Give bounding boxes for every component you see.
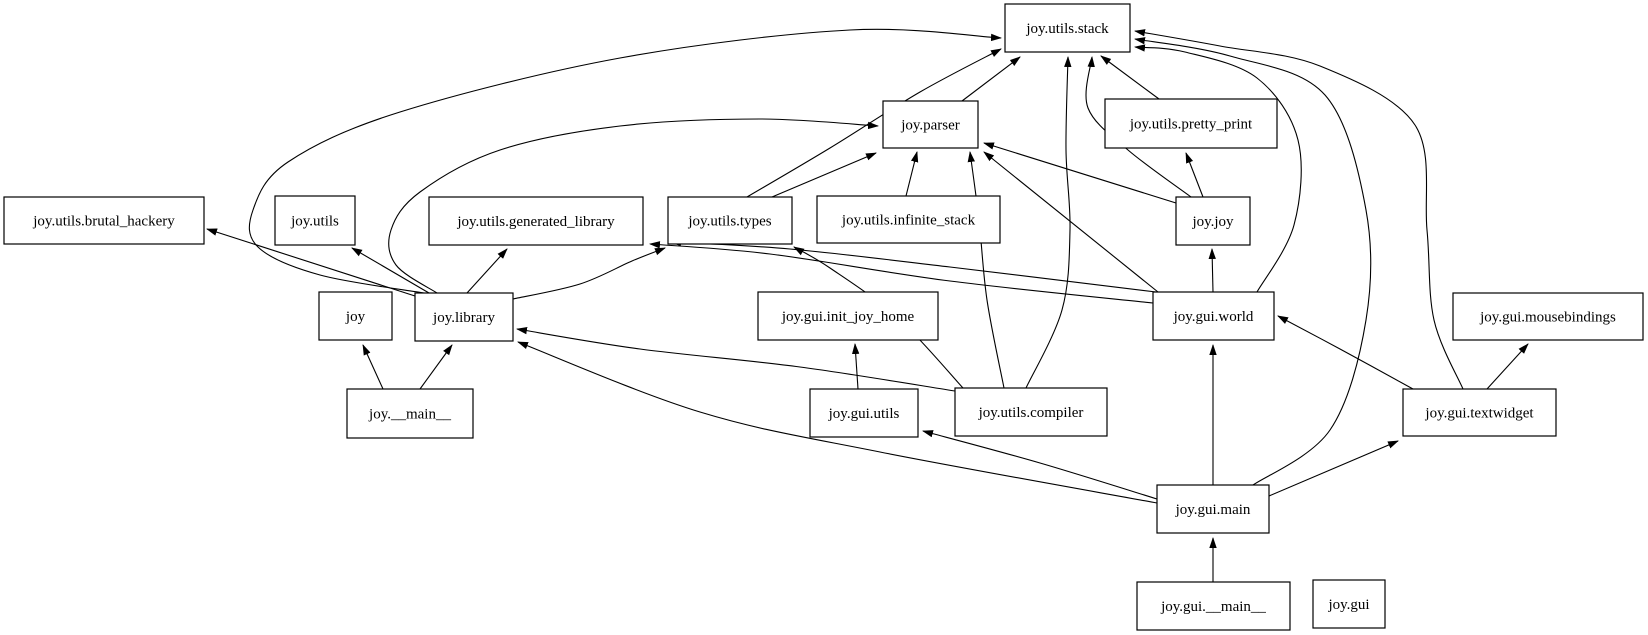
node-box <box>1452 292 1644 341</box>
node-box <box>1175 196 1251 246</box>
node-box <box>414 292 514 342</box>
node-label: joy.gui <box>1327 597 1369 613</box>
node-joy-utils-stack: joy.utils.stack <box>1004 3 1131 53</box>
edge-joy-utils-infinite-stack-to-joy-parser <box>905 151 919 197</box>
edge-joy-library-to-joy-utils-types <box>512 247 666 300</box>
node-box <box>1312 579 1386 629</box>
edge-joy-gui-main-to-joy-gui-utils <box>922 430 1158 500</box>
edge-joy-utils-compiler-to-joy-library <box>516 326 956 392</box>
node-box <box>1156 484 1270 534</box>
node-box <box>1402 388 1557 437</box>
node-joy: joy <box>318 291 393 341</box>
node-label: joy.gui.init_joy_home <box>781 309 915 325</box>
edge-joy-gui-main-to-joy-utils-stack <box>1134 37 1372 486</box>
edge-joy-gui-textwidget-to-joy-gui-mousebindings <box>1486 343 1529 390</box>
node-label: joy <box>345 309 366 325</box>
edge-joy-utils-pretty-print-to-joy-utils-stack <box>1100 55 1160 100</box>
node-label: joy.utils.stack <box>1025 21 1109 37</box>
edge-joy-gui-textwidget-to-joy-gui-world <box>1277 315 1414 390</box>
edge-joy-utils-compiler-to-joy-utils-stack <box>1025 56 1072 389</box>
edge-joy-gui-main-to-joy-library <box>517 341 1158 504</box>
edge-joy-parser-to-joy-utils-stack <box>961 56 1021 102</box>
node-label: joy.utils.infinite_stack <box>841 213 976 229</box>
node-joy-utils-infinite-stack: joy.utils.infinite_stack <box>816 195 1001 244</box>
node-label: joy.utils.pretty_print <box>1129 117 1253 133</box>
node-label: joy.utils.brutal_hackery <box>32 214 175 230</box>
node-label: joy.utils.generated_library <box>456 214 615 230</box>
node-label: joy.parser <box>900 118 960 134</box>
edges-layer <box>206 28 1529 582</box>
node-joy-gui: joy.gui <box>1312 579 1386 629</box>
edge-joy-utils-types-to-joy-parser <box>771 152 877 198</box>
node-label: joy.gui.textwidget <box>1424 406 1534 422</box>
node-label: joy.utils.compiler <box>978 405 1084 421</box>
edge-joy-library-to-joy-utils-generated-library <box>466 248 508 294</box>
edge-joy-gui-world-to-joy-joy <box>1208 248 1216 293</box>
node-label: joy.gui.mousebindings <box>1479 310 1616 326</box>
node-joy-gui-main: joy.gui.main <box>1156 484 1270 534</box>
node-box <box>346 388 474 439</box>
node-label: joy.gui.utils <box>828 406 900 422</box>
node-joy-parser: joy.parser <box>882 100 979 149</box>
node-box <box>816 195 1001 244</box>
edge-joy-main-to-joy <box>362 344 384 390</box>
node-joy-main: joy.__main__ <box>346 388 474 439</box>
node-box <box>954 387 1108 437</box>
edge-joy-library-to-joy-parser <box>388 118 879 294</box>
node-joy-utils: joy.utils <box>274 195 356 246</box>
edge-joy-library-to-joy-utils-brutal-hackery <box>206 228 416 297</box>
nodes-layer: joy.utils.stack joy.parser joy.utils.prett… <box>3 3 1644 631</box>
node-label: joy.__main__ <box>368 407 451 423</box>
edge-joy-gui-textwidget-to-joy-utils-stack <box>1134 29 1464 390</box>
edge-joy-gui-world-to-joy-utils-stack <box>1134 44 1302 293</box>
edge-joy-gui-world-to-joy-utils-types <box>670 238 1157 293</box>
node-box <box>274 195 356 246</box>
node-label: joy.gui.main <box>1175 502 1251 518</box>
node-box <box>1152 291 1275 341</box>
node-box <box>1004 3 1131 53</box>
edge-joy-utils-compiler-to-joy-parser <box>967 151 1005 389</box>
node-joy-gui-init-joy-home: joy.gui.init_joy_home <box>757 291 939 341</box>
node-box <box>757 291 939 341</box>
edge-joy-utils-types-to-joy-utils-stack <box>746 48 1002 198</box>
node-label: joy.utils <box>290 214 339 230</box>
node-joy-joy: joy.joy <box>1175 196 1251 246</box>
node-joy-gui-mousebindings: joy.gui.mousebindings <box>1452 292 1644 341</box>
node-label: joy.gui.__main__ <box>1160 599 1266 615</box>
edge-joy-library-to-joy-utils <box>351 247 430 294</box>
node-joy-gui-utils: joy.gui.utils <box>809 388 919 438</box>
node-box <box>3 196 205 245</box>
edge-joy-gui-world-to-joy-utils-generated-library <box>649 241 1154 304</box>
node-joy-utils-pretty-print: joy.utils.pretty_print <box>1104 98 1278 149</box>
edge-joy-main-to-joy-library <box>419 344 453 390</box>
node-box <box>882 100 979 149</box>
node-box <box>1104 98 1278 149</box>
node-box <box>809 388 919 438</box>
node-joy-library: joy.library <box>414 292 514 342</box>
edge-joy-gui-main-to-joy-gui-textwidget <box>1268 440 1399 497</box>
edge-joy-library-to-joy-utils-stack <box>248 28 1002 294</box>
node-joy-utils-types: joy.utils.types <box>667 196 793 245</box>
edge-joy-gui-world-to-joy-parser <box>983 151 1159 293</box>
node-joy-utils-brutal-hackery: joy.utils.brutal_hackery <box>3 196 205 245</box>
node-label: joy.joy <box>1191 214 1234 230</box>
node-box <box>318 291 393 341</box>
edge-joy-joy-to-joy-parser <box>983 142 1177 204</box>
node-box <box>428 196 644 246</box>
node-joy-gui-world: joy.gui.world <box>1152 291 1275 341</box>
edge-joy-joy-to-joy-utils-pretty-print <box>1185 152 1204 198</box>
edge-joy-gui-utils-to-joy-gui-init-joy-home <box>851 343 860 390</box>
node-label: joy.gui.world <box>1173 309 1254 325</box>
node-box <box>1136 581 1291 631</box>
node-label: joy.library <box>432 310 495 326</box>
node-box <box>667 196 793 245</box>
node-joy-gui-textwidget: joy.gui.textwidget <box>1402 388 1557 437</box>
node-label: joy.utils.types <box>687 214 771 230</box>
node-joy-gui-main: joy.gui.__main__ <box>1136 581 1291 631</box>
node-joy-utils-compiler: joy.utils.compiler <box>954 387 1108 437</box>
node-joy-utils-generated-library: joy.utils.generated_library <box>428 196 644 246</box>
